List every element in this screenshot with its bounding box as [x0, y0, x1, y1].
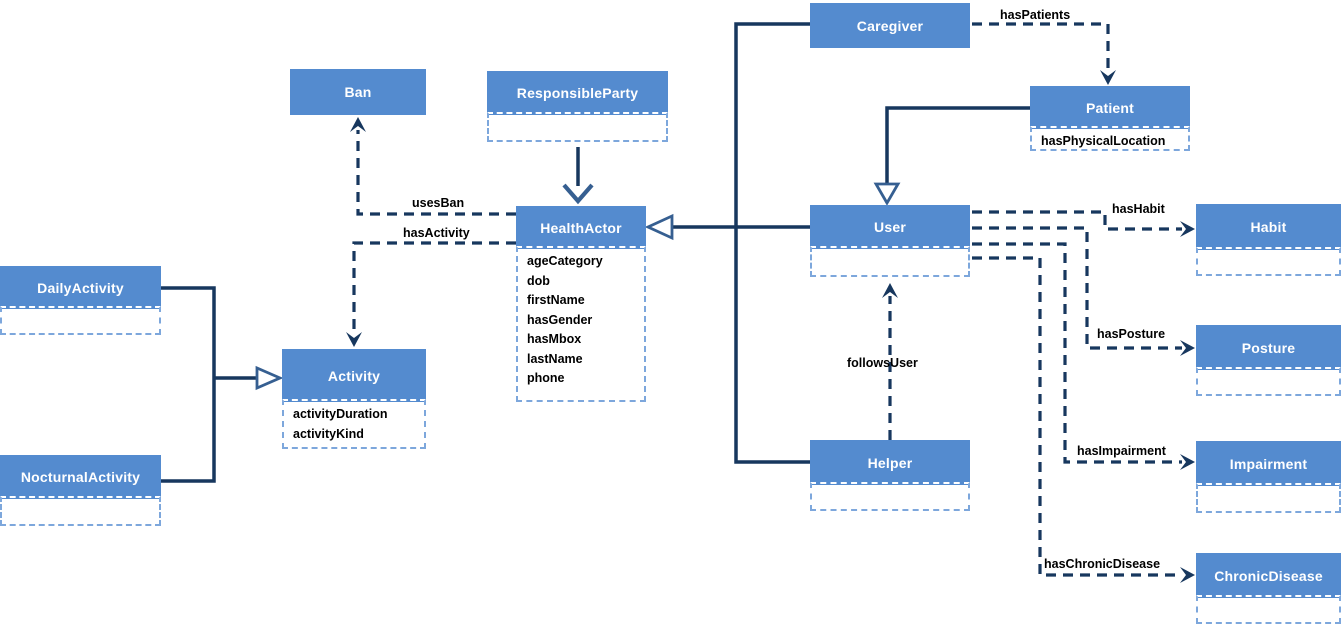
edge-label-hasHabit: hasHabit — [1112, 202, 1165, 216]
edge-hasHabit — [972, 210, 1195, 237]
arrowhead-icon — [1180, 221, 1195, 237]
edge-line — [972, 22, 1110, 74]
node-attributes-nocturnal-activity — [0, 496, 161, 526]
arrowhead-icon — [882, 283, 898, 298]
node-patient: Patient hasPhysicalLocation — [1030, 86, 1190, 151]
edge-label-hasPosture: hasPosture — [1097, 327, 1166, 341]
edge-hasImpairment — [972, 242, 1195, 470]
node-title-nocturnal-activity: NocturnalActivity — [0, 455, 161, 499]
node-helper: Helper — [810, 440, 970, 511]
edge-line — [734, 22, 810, 464]
node-title-responsible-party: ResponsibleParty — [487, 71, 668, 115]
arrowhead-icon — [346, 332, 362, 347]
edge-hasPatients — [972, 22, 1116, 85]
node-attributes-impairment — [1196, 483, 1341, 513]
node-title-posture: Posture — [1196, 325, 1341, 370]
attribute-dob: dob — [527, 273, 550, 288]
node-title-activity: Activity — [282, 349, 426, 402]
node-attributes-chronic-disease — [1196, 595, 1341, 624]
attribute-activityKind: activityKind — [293, 426, 364, 441]
edge-line — [352, 241, 516, 335]
inheritance-arrowhead-icon — [255, 365, 284, 391]
node-title-ban: Ban — [290, 69, 426, 115]
node-chronic-disease: ChronicDisease — [1196, 553, 1341, 624]
node-ban: Ban — [290, 69, 426, 115]
attribute-hasPhysicalLocation: hasPhysicalLocation — [1041, 134, 1166, 148]
node-attributes-posture — [1196, 367, 1341, 396]
node-posture: Posture — [1196, 325, 1341, 396]
edge-line — [161, 286, 216, 483]
node-attributes-patient: hasPhysicalLocation — [1030, 126, 1190, 151]
node-attributes-responsible-party — [487, 112, 668, 142]
node-nocturnal-activity: NocturnalActivity — [0, 455, 161, 526]
edge-label-hasImpairment: hasImpairment — [1077, 444, 1166, 458]
edge-generalization-healthactor — [644, 213, 810, 241]
node-attributes-habit — [1196, 247, 1341, 276]
node-attributes-user — [810, 246, 970, 277]
edge-subactivities-trunk — [161, 286, 216, 483]
edge-label-hasPatients: hasPatients — [1000, 8, 1071, 22]
attribute-lastName: lastName — [527, 351, 583, 366]
inheritance-arrowhead-icon — [562, 183, 594, 205]
edge-usesBan — [350, 117, 516, 216]
node-attributes-daily-activity — [0, 306, 161, 335]
node-habit: Habit — [1196, 204, 1341, 276]
node-title-caregiver: Caregiver — [810, 3, 970, 48]
edge-hasActivity — [346, 241, 516, 347]
node-activity: Activity activityDuration activityKind — [282, 349, 426, 449]
node-caregiver: Caregiver — [810, 3, 970, 48]
edge-generalization-trunk — [734, 22, 810, 464]
arrowhead-icon — [350, 117, 366, 132]
node-title-daily-activity: DailyActivity — [0, 266, 161, 309]
node-title-helper: Helper — [810, 440, 970, 485]
attribute-activityDuration: activityDuration — [293, 407, 388, 421]
node-attributes-health-actor: ageCategory dob firstName hasGender hasMbox l… — [516, 246, 646, 402]
edge-label-hasChronicDisease: hasChronicDisease — [1044, 557, 1161, 571]
edge-label-usesBan: usesBan — [412, 196, 465, 210]
node-title-patient: Patient — [1030, 86, 1190, 129]
edge-line — [356, 130, 516, 216]
attribute-ageCategory: ageCategory — [527, 254, 603, 268]
arrowhead-icon — [1180, 454, 1195, 470]
edge-line — [972, 256, 1182, 577]
edge-activities-isa-activity — [214, 365, 284, 391]
edge-patient-isa-user — [873, 106, 1030, 206]
node-responsible-party: ResponsibleParty — [487, 71, 668, 142]
edge-label-followsUser: followsUser — [847, 356, 918, 370]
node-title-chronic-disease: ChronicDisease — [1196, 553, 1341, 598]
inheritance-arrowhead-icon — [644, 213, 674, 241]
attribute-hasMbox: hasMbox — [527, 332, 582, 346]
inheritance-arrowhead-icon — [873, 182, 901, 206]
attribute-firstName: firstName — [527, 293, 585, 307]
node-attributes-helper — [810, 482, 970, 511]
node-user: User — [810, 205, 970, 277]
edge-line — [885, 106, 1030, 186]
edge-line — [972, 210, 1182, 231]
node-impairment: Impairment — [1196, 441, 1341, 513]
node-title-user: User — [810, 205, 970, 249]
edge-responsibleparty-healthactor — [562, 147, 594, 205]
node-title-habit: Habit — [1196, 204, 1341, 250]
node-daily-activity: DailyActivity — [0, 266, 161, 335]
edge-line — [972, 226, 1182, 350]
node-title-health-actor: HealthActor — [516, 206, 646, 249]
edge-line — [972, 242, 1182, 464]
arrowhead-icon — [1180, 567, 1195, 583]
node-health-actor: HealthActor ageCategory dob firstName hasGen… — [516, 206, 646, 402]
edge-label-hasActivity: hasActivity — [403, 226, 470, 240]
arrowhead-icon — [1100, 70, 1116, 85]
edge-hasPosture — [972, 226, 1195, 356]
edge-followsUser — [882, 283, 898, 440]
node-title-impairment: Impairment — [1196, 441, 1341, 486]
attribute-phone: phone — [527, 371, 565, 385]
edge-hasChronicDisease — [972, 256, 1195, 583]
attribute-hasGender: hasGender — [527, 312, 593, 327]
arrowhead-icon — [1180, 340, 1195, 356]
node-attributes-activity: activityDuration activityKind — [282, 399, 426, 449]
